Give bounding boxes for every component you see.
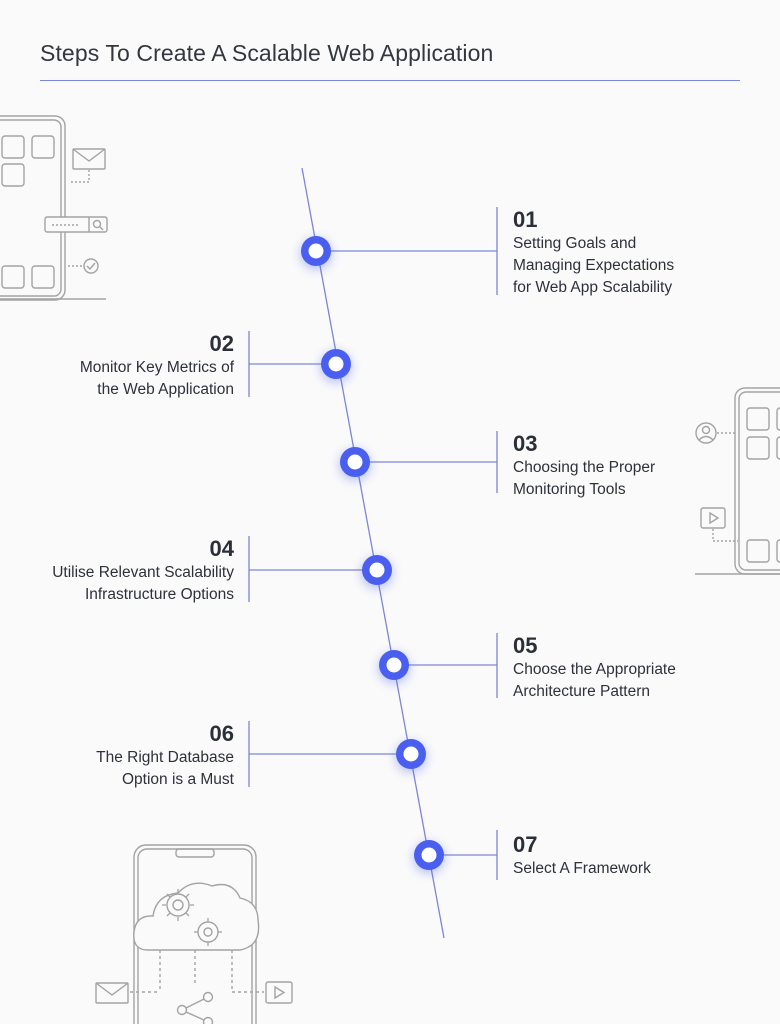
step-description: The Right Database Option is a Must xyxy=(96,749,234,788)
timeline-node-05 xyxy=(378,650,410,684)
step-number: 01 xyxy=(513,207,538,232)
timeline-node-01 xyxy=(300,236,332,270)
timeline-node-03 xyxy=(339,447,371,481)
step-05: 05 Choose the Appropriate Architecture P… xyxy=(513,633,676,703)
step-number: 02 xyxy=(209,331,234,356)
step-number: 07 xyxy=(513,832,538,857)
step-07: 07 Select A Framework xyxy=(513,832,651,880)
step-number: 05 xyxy=(513,633,538,658)
step-description: Choose the Appropriate Architecture Patt… xyxy=(513,661,676,700)
phone-cloud-gears-icon xyxy=(95,844,293,1024)
title-divider xyxy=(40,80,740,81)
step-number: 04 xyxy=(209,536,234,561)
step-03: 03 Choosing the Proper Monitoring Tools xyxy=(513,431,655,501)
page-title: Steps To Create A Scalable Web Applicati… xyxy=(40,40,494,66)
step-description: Select A Framework xyxy=(513,860,651,877)
step-description: Monitor Key Metrics of the Web Applicati… xyxy=(79,359,234,398)
timeline-node-07 xyxy=(413,840,445,874)
step-number: 03 xyxy=(513,431,538,456)
step-description: Setting Goals and Managing Expectations … xyxy=(513,235,675,296)
step-01: 01 Setting Goals and Managing Expectatio… xyxy=(513,207,674,299)
timeline-node-06 xyxy=(395,739,427,773)
phone-user-video-icon xyxy=(695,387,780,575)
step-06: 06 The Right Database Option is a Must xyxy=(96,721,234,791)
step-description: Choosing the Proper Monitoring Tools xyxy=(513,459,656,498)
timeline-node-04 xyxy=(361,555,393,589)
phone-search-mail-icon xyxy=(0,115,108,301)
timeline-axis xyxy=(301,167,445,939)
step-number: 06 xyxy=(209,721,234,746)
step-02: 02 Monitor Key Metrics of the Web Applic… xyxy=(80,331,234,401)
step-description: Utilise Relevant Scalability Infrastruct… xyxy=(52,564,234,603)
step-04: 04 Utilise Relevant Scalability Infrastr… xyxy=(52,536,234,606)
timeline-node-02 xyxy=(320,349,352,383)
